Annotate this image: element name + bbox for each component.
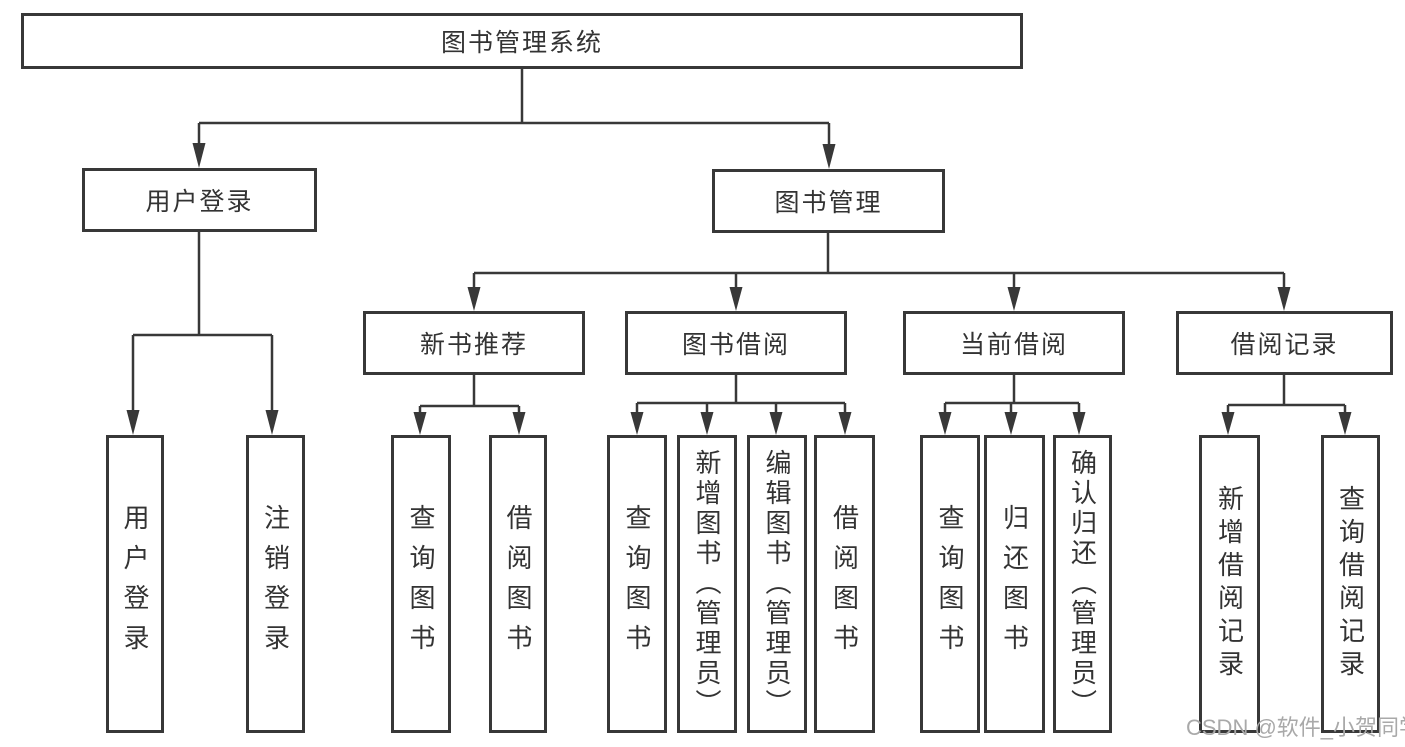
leaf-query-books-recommend: 查询图书 bbox=[391, 435, 451, 733]
edges-borrow-records-to-leaves bbox=[1221, 375, 1352, 435]
node-label: 查询图书 bbox=[406, 504, 436, 664]
node-new-book-recommendation: 新书推荐 bbox=[363, 311, 585, 375]
node-label: 用户登录 bbox=[120, 504, 150, 664]
leaf-borrow-books-recommend: 借阅图书 bbox=[489, 435, 547, 733]
node-label: 归还图书 bbox=[999, 504, 1030, 664]
leaf-user-login: 用户登录 bbox=[106, 435, 164, 733]
arrowhead bbox=[467, 287, 481, 311]
node-book-borrowing: 图书借阅 bbox=[625, 311, 847, 375]
leaf-edit-books-admin: 编辑图书（管理员） bbox=[747, 435, 807, 733]
arrowhead bbox=[126, 410, 140, 435]
node-label: 新增借阅记录 bbox=[1214, 485, 1245, 683]
arrowhead bbox=[265, 410, 279, 435]
node-label: 当前借阅 bbox=[959, 331, 1068, 359]
leaf-query-books-current: 查询图书 bbox=[920, 435, 980, 733]
node-label: 注销登录 bbox=[260, 504, 291, 664]
node-label: 借阅记录 bbox=[1230, 331, 1339, 359]
leaf-query-books-borrowing: 查询图书 bbox=[607, 435, 667, 733]
arrowhead bbox=[822, 144, 836, 169]
node-label: 图书管理 bbox=[774, 189, 883, 217]
arrowhead bbox=[729, 287, 743, 311]
node-label: 用户登录 bbox=[145, 188, 254, 216]
node-label: 借阅图书 bbox=[829, 504, 860, 664]
arrowhead bbox=[630, 412, 644, 435]
arrowhead bbox=[1072, 412, 1086, 435]
node-borrow-records: 借阅记录 bbox=[1176, 311, 1393, 375]
arrowhead bbox=[938, 412, 952, 435]
edges-root-to-level2 bbox=[192, 69, 836, 169]
arrowhead bbox=[1004, 412, 1018, 435]
node-library-management-system: 图书管理系统 bbox=[21, 13, 1023, 69]
leaf-query-borrow-record: 查询借阅记录 bbox=[1321, 435, 1380, 733]
arrowhead bbox=[192, 143, 206, 168]
arrowhead bbox=[1277, 287, 1291, 311]
node-label: 查询图书 bbox=[622, 504, 652, 664]
leaf-borrow-books: 借阅图书 bbox=[814, 435, 875, 733]
csdn-watermark: CSDN @软件_小贺同学 bbox=[1186, 715, 1405, 740]
node-label: 查询图书 bbox=[935, 504, 965, 664]
arrowhead bbox=[700, 412, 714, 435]
node-label: 编辑图书（管理员） bbox=[762, 449, 792, 719]
edges-new-book-to-leaves bbox=[413, 375, 526, 435]
node-label: 新增图书（管理员） bbox=[692, 449, 722, 719]
node-book-management: 图书管理 bbox=[712, 169, 945, 233]
arrowhead bbox=[838, 412, 852, 435]
arrowhead bbox=[1221, 412, 1235, 435]
arrowhead bbox=[1338, 412, 1352, 435]
leaf-add-books-admin: 新增图书（管理员） bbox=[677, 435, 737, 733]
node-label: 图书管理系统 bbox=[440, 29, 603, 57]
arrowhead bbox=[413, 412, 427, 435]
node-current-borrowing: 当前借阅 bbox=[903, 311, 1125, 375]
arrowhead bbox=[1007, 287, 1021, 311]
leaf-return-books: 归还图书 bbox=[984, 435, 1045, 733]
arrowhead bbox=[769, 412, 783, 435]
leaf-logout: 注销登录 bbox=[246, 435, 305, 733]
node-label: 确认归还（管理员） bbox=[1067, 449, 1098, 719]
edges-book-management-to-level3 bbox=[467, 233, 1291, 311]
leaf-confirm-return-admin: 确认归还（管理员） bbox=[1053, 435, 1112, 733]
edges-current-borrowing-to-leaves bbox=[938, 375, 1086, 435]
node-label: 新书推荐 bbox=[419, 331, 528, 359]
node-label: 借阅图书 bbox=[503, 504, 533, 664]
edges-book-borrowing-to-leaves bbox=[630, 375, 852, 435]
leaf-add-borrow-record: 新增借阅记录 bbox=[1199, 435, 1260, 733]
node-user-login: 用户登录 bbox=[82, 168, 317, 232]
node-label: 图书借阅 bbox=[681, 331, 790, 359]
edges-user-login-to-leaves bbox=[126, 232, 279, 435]
node-label: 查询借阅记录 bbox=[1335, 485, 1366, 683]
arrowhead bbox=[512, 412, 526, 435]
